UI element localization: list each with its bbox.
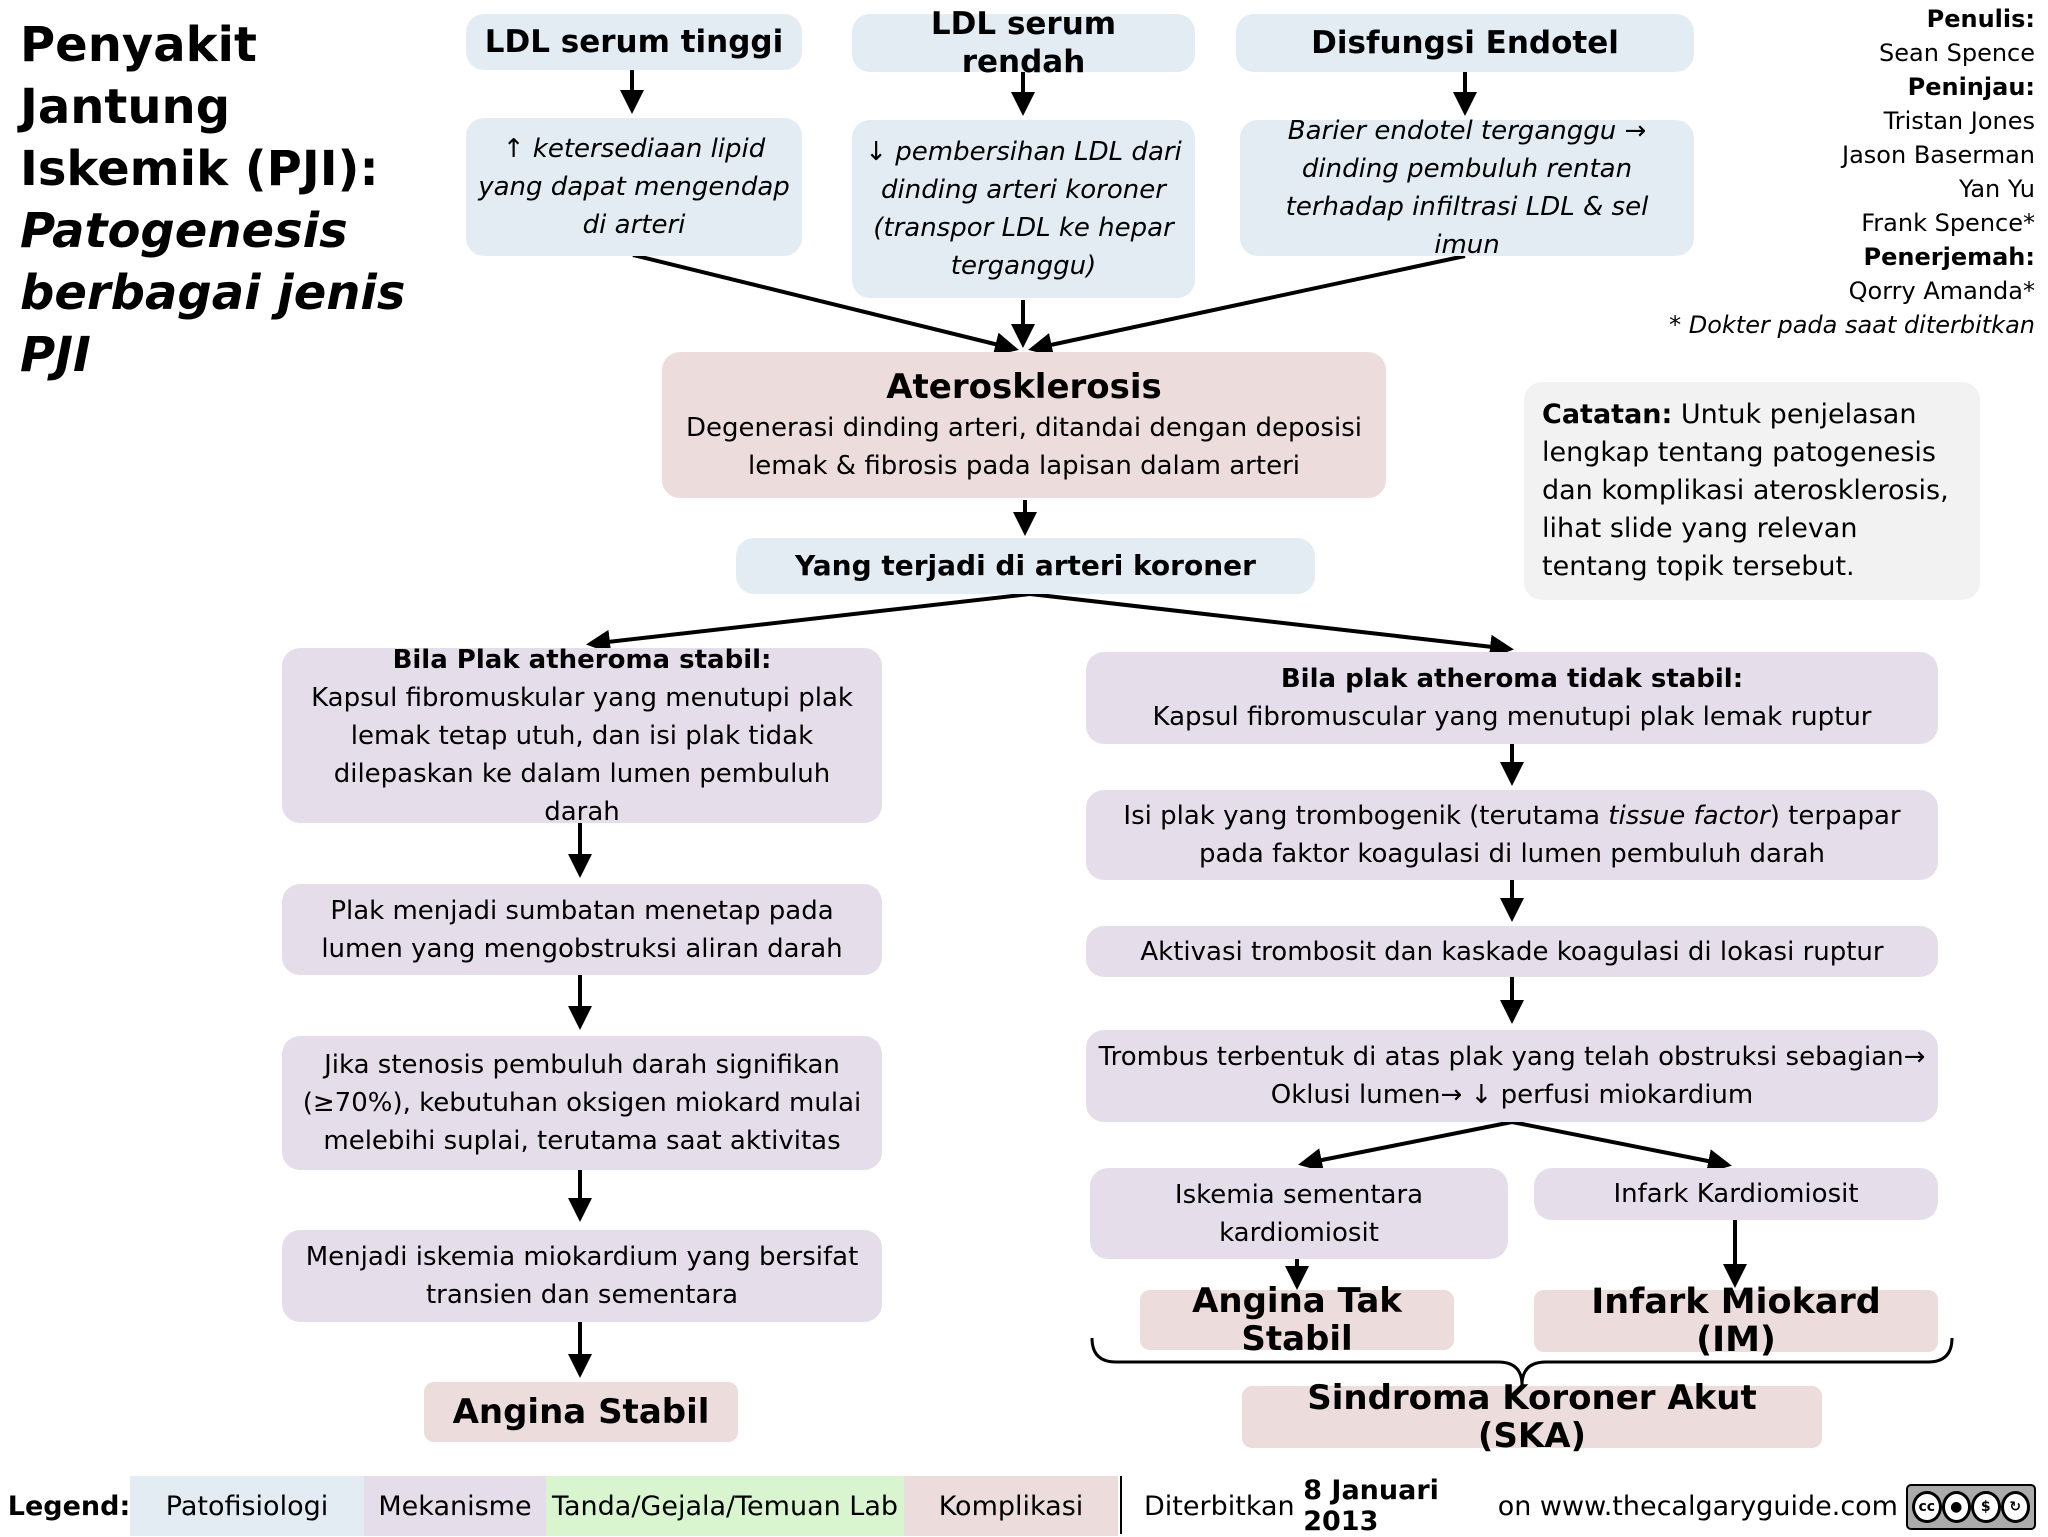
acs-box: Sindroma Koroner Akut (SKA) bbox=[1242, 1379, 1822, 1455]
legend-bar: Legend: Patofisiologi Mekanisme Tanda/Ge… bbox=[0, 1475, 2048, 1537]
author-label: Penulis: bbox=[1926, 5, 2035, 33]
published-prefix: Diterbitkan bbox=[1144, 1490, 1304, 1522]
diagram-title: Penyakit Jantung Iskemik (PJI): Patogene… bbox=[20, 14, 460, 386]
temporary-ischemia-box: Iskemia sementara kardiomiosit bbox=[1090, 1168, 1508, 1259]
cc-license-badge: cc ● $ ↻ bbox=[1906, 1484, 2036, 1530]
thrombogenic-exposure-box: Isi plak yang trombogenik (terutama tiss… bbox=[1086, 790, 1938, 880]
ldl-low-effect-box: ↓ pembersihan LDL dari dinding arteri ko… bbox=[852, 120, 1195, 298]
thrombus-formation-box: Trombus terbentuk di atas plak yang tela… bbox=[1086, 1030, 1938, 1122]
translator-label: Penerjemah: bbox=[1863, 243, 2035, 271]
title-line: Patogenesis bbox=[20, 203, 348, 259]
reviewer-name: Yan Yu bbox=[1958, 175, 2035, 203]
ldl-high-effect-box: ↑ ketersediaan lipid yang dapat mengenda… bbox=[466, 118, 802, 256]
note-box: Catatan: Untuk penjelasan lengkap tentan… bbox=[1524, 382, 1980, 600]
transient-ischemia-box: Menjadi iskemia miokardium yang bersifat… bbox=[282, 1230, 882, 1322]
credits: Penulis: Sean Spence Peninjau: Tristan J… bbox=[1615, 2, 2035, 342]
atherosclerosis-box: Aterosklerosis Degenerasi dinding arteri… bbox=[662, 352, 1386, 498]
title-line: berbagai jenis PJI bbox=[20, 265, 406, 383]
reviewer-name: Frank Spence* bbox=[1861, 209, 2035, 237]
connector-arrows bbox=[568, 70, 1954, 1386]
reviewer-name: Tristan Jones bbox=[1883, 107, 2035, 135]
legend-mechanism: Mekanisme bbox=[364, 1476, 546, 1536]
reviewer-name: Jason Baserman bbox=[1842, 141, 2035, 169]
note-text: Untuk penjelasan lengkap tentang patogen… bbox=[1542, 399, 1949, 582]
stable-plaque-desc: Kapsul fibromuskular yang menutupi plak … bbox=[311, 682, 853, 827]
exposure-text: Isi plak yang trombogenik (terutama bbox=[1123, 801, 1609, 831]
title-line: Penyakit Jantung bbox=[20, 17, 257, 135]
legend-signs: Tanda/Gejala/Temuan Lab bbox=[546, 1476, 904, 1536]
reviewer-label: Peninjau: bbox=[1907, 73, 2035, 101]
cardiomyocyte-infarct-box: Infark Kardiomiosit bbox=[1534, 1168, 1938, 1220]
exposure-tissue-factor: tissue factor bbox=[1608, 801, 1770, 831]
thrombus-line: Trombus terbentuk di atas plak yang tela… bbox=[1098, 1042, 1926, 1072]
atherosclerosis-desc: Degenerasi dinding arteri, ditandai deng… bbox=[686, 413, 1362, 481]
atherosclerosis-title: Aterosklerosis bbox=[886, 367, 1162, 407]
stable-angina-box: Angina Stabil bbox=[424, 1382, 738, 1442]
unstable-plaque-heading: Bila plak atheroma tidak stabil: bbox=[1280, 664, 1744, 694]
exposure-text: ) terpapar pada faktor koagulasi di lume… bbox=[1198, 801, 1901, 869]
published-date: 8 Januari 2013 bbox=[1303, 1475, 1439, 1537]
platelet-activation-box: Aktivasi trombosit dan kaskade koagulasi… bbox=[1086, 926, 1938, 977]
by-icon: ● bbox=[1941, 1491, 1971, 1523]
title-line: Iskemik (PJI): bbox=[20, 141, 379, 197]
cc-icon: cc bbox=[1912, 1491, 1942, 1523]
publication-info: Diterbitkan 8 Januari 2013 on www.thecal… bbox=[1130, 1475, 1898, 1537]
nc-icon: $ bbox=[1971, 1491, 2001, 1523]
legend-label: Legend: bbox=[7, 1490, 131, 1522]
legend-complications: Komplikasi bbox=[904, 1476, 1118, 1536]
ldl-low-box: LDL serum rendah bbox=[852, 6, 1195, 80]
fixed-obstruction-box: Plak menjadi sumbatan menetap pada lumen… bbox=[282, 884, 882, 975]
ldl-high-box: LDL serum tinggi bbox=[466, 14, 802, 70]
endothelial-dysfunction-box: Disfungsi Endotel bbox=[1236, 14, 1694, 72]
stable-plaque-heading: Bila Plak atheroma stabil: bbox=[392, 644, 772, 675]
stable-plaque-box: Bila Plak atheroma stabil: Kapsul fibrom… bbox=[282, 645, 882, 827]
translator-name: Qorry Amanda* bbox=[1848, 277, 2035, 305]
legend-pathophysiology: Patofisiologi bbox=[130, 1476, 364, 1536]
published-suffix: on www.thecalgaryguide.com bbox=[1489, 1490, 1898, 1522]
unstable-plaque-desc: Kapsul fibromuscular yang menutupi plak … bbox=[1152, 702, 1872, 732]
author-name: Sean Spence bbox=[1879, 39, 2035, 67]
note-label: Catatan: bbox=[1542, 399, 1673, 430]
legend-divider bbox=[1120, 1476, 1122, 1534]
thrombus-line: Oklusi lumen→ ↓ perfusi miokardium bbox=[1270, 1080, 1754, 1110]
coronary-artery-box: Yang terjadi di arteri koroner bbox=[736, 538, 1315, 594]
sa-icon: ↻ bbox=[2000, 1491, 2030, 1523]
credits-footnote: * Dokter pada saat diterbitkan bbox=[1669, 311, 2035, 339]
significant-stenosis-box: Jika stenosis pembuluh darah signifikan … bbox=[282, 1036, 882, 1170]
endothelial-effect-box: Barier endotel terganggu → dinding pembu… bbox=[1240, 116, 1694, 260]
unstable-plaque-box: Bila plak atheroma tidak stabil: Kapsul … bbox=[1086, 652, 1938, 744]
myocardial-infarction-box: Infark Miokard (IM) bbox=[1534, 1283, 1938, 1359]
unstable-angina-box: Angina Tak Stabil bbox=[1140, 1282, 1454, 1358]
